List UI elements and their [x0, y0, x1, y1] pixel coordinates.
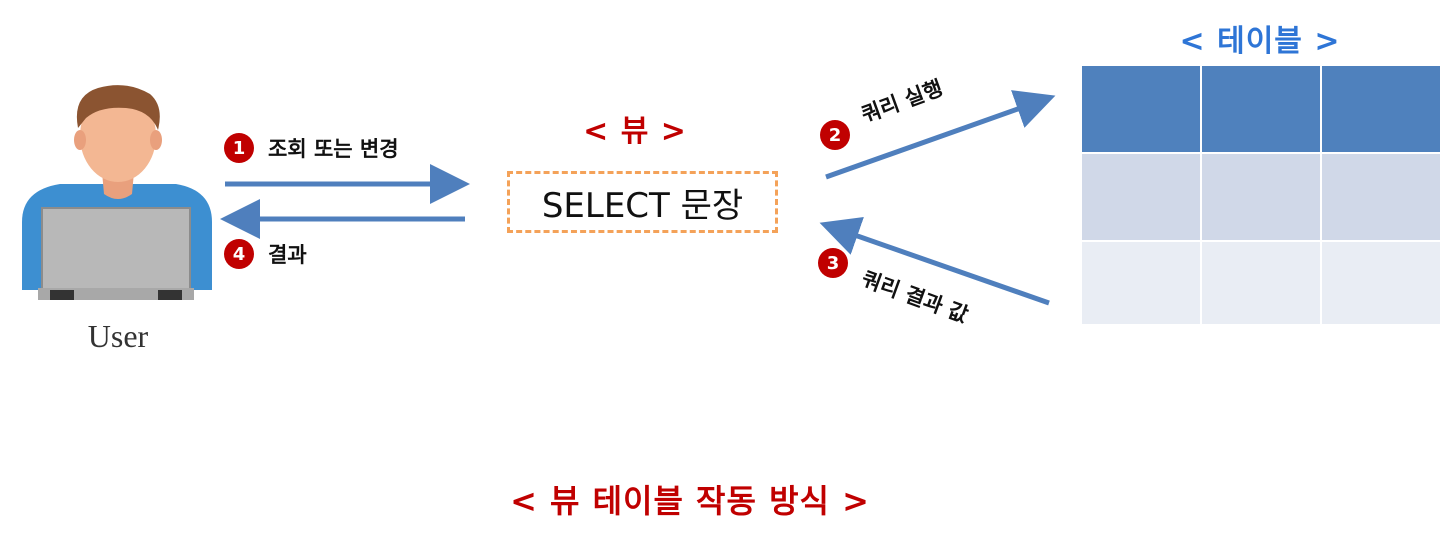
arrow-table-to-view: [819, 217, 1050, 306]
step-1: 1 조회 또는 변경: [224, 133, 399, 163]
table-title: < 테이블 >: [1179, 24, 1341, 59]
step-1-label: 조회 또는 변경: [268, 137, 399, 161]
user-icon: [22, 85, 212, 300]
step-4-badge: 4: [224, 239, 254, 269]
table-cell: [1082, 154, 1200, 240]
step-4-label: 결과: [268, 243, 307, 267]
table-cell: [1202, 66, 1320, 152]
table-cell: [1202, 242, 1320, 324]
step-4: 4 결과: [224, 239, 307, 269]
diagram-caption: < 뷰 테이블 작동 방식 >: [510, 482, 870, 520]
step-1-badge: 1: [224, 133, 254, 163]
select-statement-text: SELECT 문장: [541, 185, 744, 226]
step-2-badge: 2: [820, 120, 850, 150]
arrow-view-to-table: [825, 90, 1056, 180]
table-grid: [1082, 66, 1440, 326]
table-cell: [1322, 154, 1440, 240]
view-title: < 뷰 >: [583, 114, 687, 149]
table-cell: [1202, 154, 1320, 240]
step-3-badge: 3: [818, 248, 848, 278]
select-statement-box: SELECT 문장: [507, 171, 778, 233]
user-label: User: [87, 318, 149, 354]
table-cell: [1322, 242, 1440, 324]
table-cell: [1322, 66, 1440, 152]
table-cell: [1082, 66, 1200, 152]
table-cell: [1082, 242, 1200, 324]
